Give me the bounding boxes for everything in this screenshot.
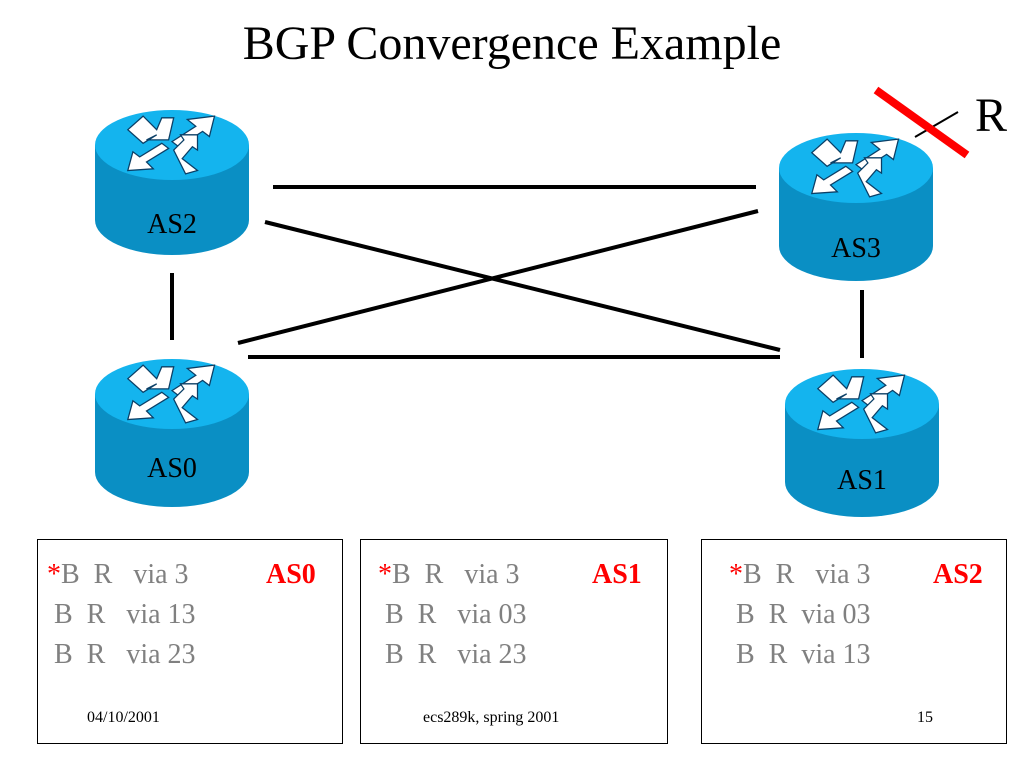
- routing-table-as0: *B R via 3 B R via 13 B R via 23 04/10/2…: [37, 539, 343, 744]
- route-row: B R via 03: [378, 599, 527, 630]
- prefix-r-stub: [914, 111, 959, 138]
- router-label-as1: AS1: [837, 465, 887, 496]
- slide-title: BGP Convergence Example: [242, 17, 782, 70]
- router-as2: AS2: [95, 110, 249, 255]
- router-label-as2: AS2: [147, 209, 197, 240]
- footer-date: 04/10/2001: [87, 709, 160, 726]
- router-label-as3: AS3: [831, 233, 881, 264]
- link-as2-as1: [264, 220, 781, 352]
- footer-page-number: 15: [917, 709, 933, 726]
- route-row-best: *B R via 3: [47, 559, 189, 590]
- prefix-r-label: R: [975, 89, 1008, 142]
- router-as3: AS3: [779, 133, 933, 281]
- route-row: B R via 13: [47, 599, 196, 630]
- routing-table-as2: *B R via 3 B R via 03 B R via 13 15: [701, 539, 1007, 744]
- route-row: B R via 23: [47, 639, 196, 670]
- router-label-as0: AS0: [147, 453, 197, 484]
- link-as0-as3: [237, 209, 759, 345]
- router-as1: AS1: [785, 369, 939, 517]
- route-row: B R via 23: [378, 639, 527, 670]
- route-row: B R via 13: [729, 639, 871, 670]
- footer-course: ecs289k, spring 2001: [423, 709, 560, 726]
- table-as-label-as2: AS2: [933, 559, 983, 590]
- table-as-label-as0: AS0: [266, 559, 316, 590]
- route-row-best: *B R via 3: [378, 559, 520, 590]
- router-as0: AS0: [95, 359, 249, 507]
- routing-table-as1: *B R via 3 B R via 03 B R via 23 ecs289k…: [360, 539, 668, 744]
- best-route-marker: *: [729, 559, 743, 590]
- route-row-best: *B R via 3: [729, 559, 871, 590]
- failure-mark: [873, 86, 970, 159]
- best-route-marker: *: [47, 559, 61, 590]
- route-row: B R via 03: [729, 599, 871, 630]
- links: [170, 185, 864, 359]
- table-as-label-as1: AS1: [592, 559, 642, 590]
- best-route-marker: *: [378, 559, 392, 590]
